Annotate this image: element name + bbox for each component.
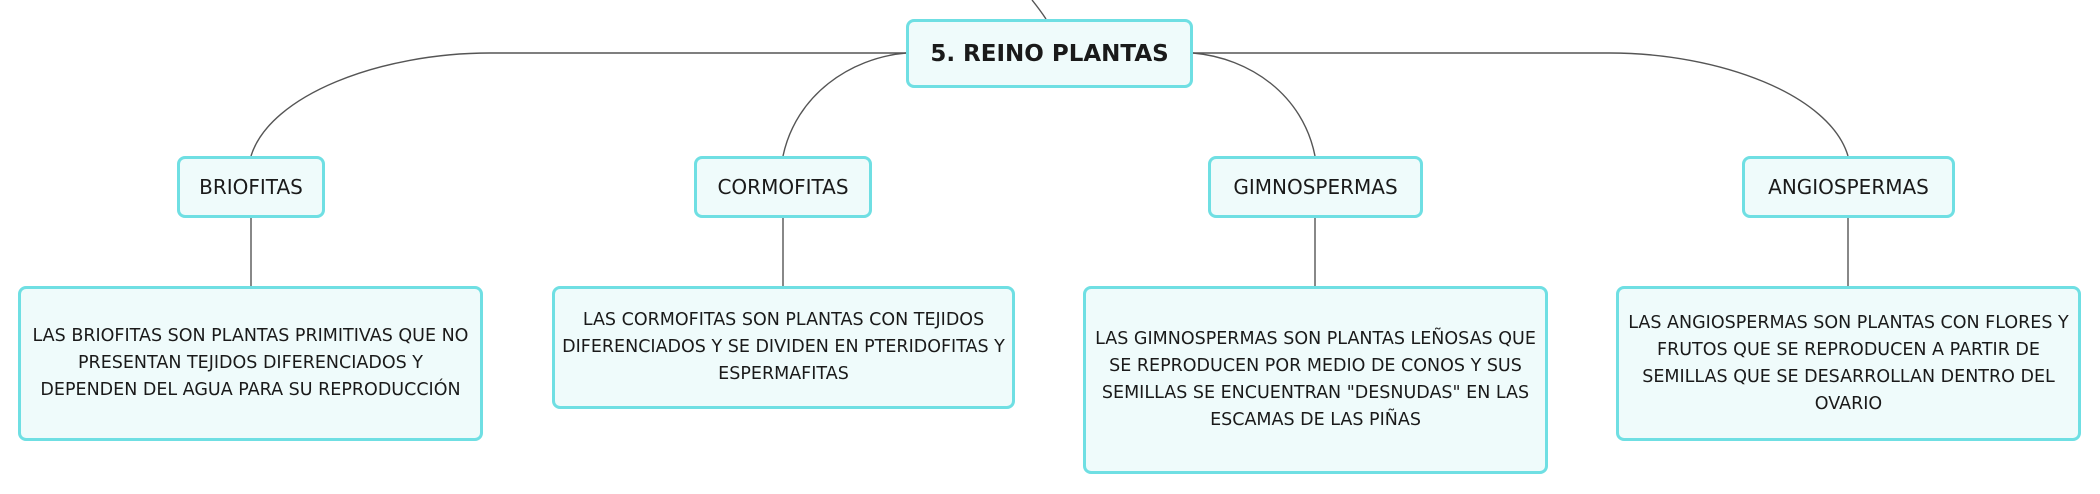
connector-root-gimnospermas	[1192, 52, 1316, 157]
topic-briofitas[interactable]: BRIOFITAS	[177, 156, 325, 218]
root-topic-node[interactable]: 5. REINO PLANTAS	[906, 19, 1193, 88]
description-gimnospermas[interactable]: LAS GIMNOSPERMAS SON PLANTAS LEÑOSAS QUE…	[1083, 286, 1548, 474]
topic-cormofitas[interactable]: CORMOFITAS	[694, 156, 872, 218]
description-text: LAS BRIOFITAS SON PLANTAS PRIMITIVAS QUE…	[32, 326, 469, 400]
description-text: LAS CORMOFITAS SON PLANTAS CON TEJIDOS D…	[562, 310, 1005, 384]
topic-label: ANGIOSPERMAS	[1768, 175, 1929, 199]
description-cormofitas[interactable]: LAS CORMOFITAS SON PLANTAS CON TEJIDOS D…	[552, 286, 1015, 409]
connector-root-briofitas	[250, 52, 906, 157]
description-angiospermas[interactable]: LAS ANGIOSPERMAS SON PLANTAS CON FLORES …	[1616, 286, 2081, 441]
description-text: LAS GIMNOSPERMAS SON PLANTAS LEÑOSAS QUE…	[1095, 329, 1536, 430]
connector-to-parent	[1031, 0, 1047, 20]
connector-root-cormofitas	[782, 52, 907, 157]
root-topic-label: 5. REINO PLANTAS	[930, 40, 1169, 67]
description-briofitas[interactable]: LAS BRIOFITAS SON PLANTAS PRIMITIVAS QUE…	[18, 286, 483, 441]
description-text: LAS ANGIOSPERMAS SON PLANTAS CON FLORES …	[1628, 312, 2069, 414]
topic-label: CORMOFITAS	[717, 175, 849, 199]
topic-label: BRIOFITAS	[199, 175, 303, 199]
connector-root-angiospermas	[1193, 52, 1849, 157]
topic-label: GIMNOSPERMAS	[1233, 175, 1398, 199]
topic-gimnospermas[interactable]: GIMNOSPERMAS	[1208, 156, 1423, 218]
topic-angiospermas[interactable]: ANGIOSPERMAS	[1742, 156, 1955, 218]
